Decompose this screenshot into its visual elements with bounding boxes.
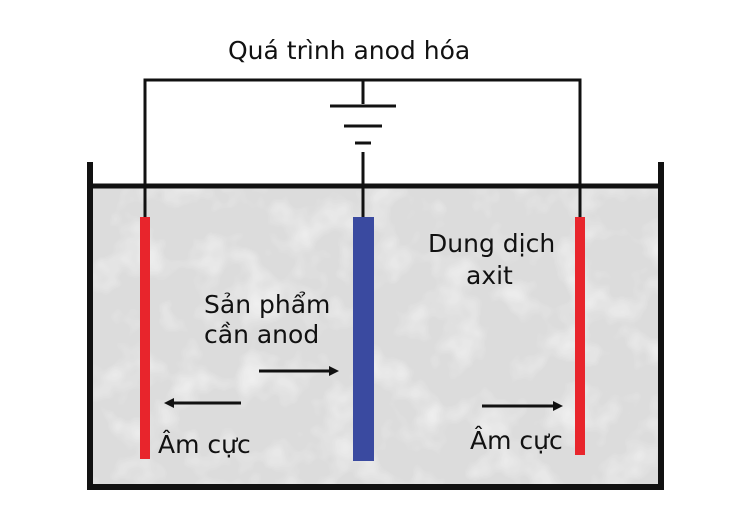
electrolyte-label-line1: Dung dịch (428, 229, 556, 258)
electrolyte-label-line2: axit (466, 261, 513, 290)
cathode-right-label: Âm cực (470, 426, 563, 455)
product-label-line1: Sản phẩm (204, 290, 331, 319)
cathode-left (140, 217, 150, 459)
anode-product (353, 217, 374, 461)
tank-wall (87, 162, 664, 490)
solution-texture (93, 188, 658, 484)
cathode-right (575, 217, 585, 455)
cathode-left-label: Âm cực (158, 430, 251, 459)
product-label-line2: cần anod (204, 320, 320, 349)
diagram-title: Quá trình anod hóa (228, 36, 471, 65)
